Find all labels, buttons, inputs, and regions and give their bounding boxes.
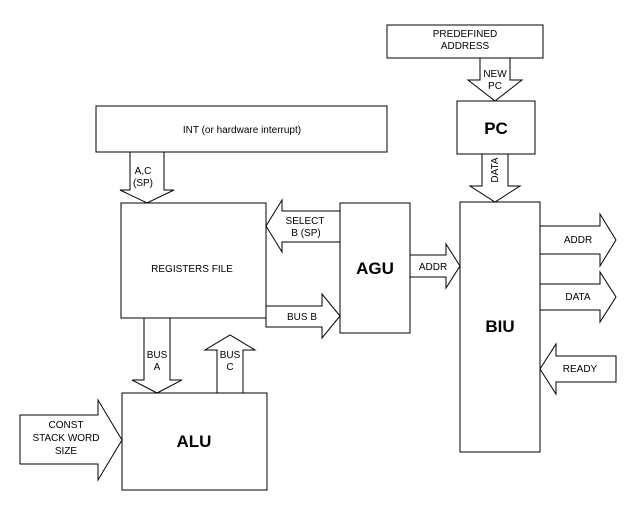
- data-out-arrow: [539, 270, 617, 324]
- agu-label: AGU: [356, 259, 394, 278]
- new-pc-arrow: [466, 57, 524, 102]
- pc-label: PC: [484, 119, 508, 138]
- pc-block: PC: [456, 100, 536, 155]
- bus-c-label-line2: C: [226, 362, 233, 373]
- agu-addr-label: ADDR: [419, 262, 447, 273]
- select-label-line1: SELECT: [286, 216, 325, 227]
- int-regs-label-line1: A,C: [135, 166, 152, 177]
- agu-addr-arrow: [409, 242, 461, 290]
- pc-data-arrow: [468, 153, 522, 203]
- bus-c-label-line1: BUS: [220, 350, 241, 361]
- registers-file-block: REGISTERS FILE: [120, 202, 267, 319]
- addr-out-arrow: [539, 212, 617, 268]
- data-out-label: DATA: [565, 292, 591, 303]
- addr-out-label: ADDR: [564, 235, 592, 246]
- alu-block: ALU: [121, 392, 268, 491]
- select-arrow: [265, 198, 341, 254]
- const-arrow: [19, 398, 123, 482]
- const-label-line1: CONST: [49, 420, 84, 431]
- predefined-address-line2: ADDRESS: [441, 41, 490, 52]
- int-regs-label-line2: (SP): [133, 178, 153, 189]
- bus-a-label-line2: A: [154, 362, 161, 373]
- bus-b-label: BUS B: [287, 312, 317, 323]
- new-pc-label-line2: PC: [488, 81, 502, 92]
- bus-b-arrow: [265, 292, 341, 340]
- bus-c-arrow: [203, 334, 257, 396]
- bus-a-label-line1: BUS: [147, 350, 168, 361]
- ready-in-label: READY: [563, 364, 598, 375]
- int-label: INT (or hardware interrupt): [183, 125, 301, 136]
- agu-block: AGU: [339, 202, 411, 334]
- const-label-line2: STACK WORD: [32, 433, 99, 444]
- ready-in-arrow: [539, 342, 617, 396]
- int-block: INT (or hardware interrupt): [95, 105, 388, 153]
- new-pc-label-line1: NEW: [483, 69, 507, 80]
- predefined-address-block: PREDEFINED ADDRESS: [386, 24, 544, 59]
- biu-block: BIU: [459, 201, 541, 453]
- biu-label: BIU: [485, 317, 514, 336]
- select-label-line2: B (SP): [291, 228, 320, 239]
- pc-data-label: DATA: [490, 157, 501, 183]
- alu-label: ALU: [177, 432, 212, 451]
- int-to-registers-arrow: [119, 151, 175, 204]
- const-label-line3: SIZE: [55, 446, 78, 457]
- bus-a-arrow: [131, 317, 183, 394]
- registers-file-label: REGISTERS FILE: [151, 264, 233, 275]
- predefined-address-line1: PREDEFINED: [433, 29, 497, 40]
